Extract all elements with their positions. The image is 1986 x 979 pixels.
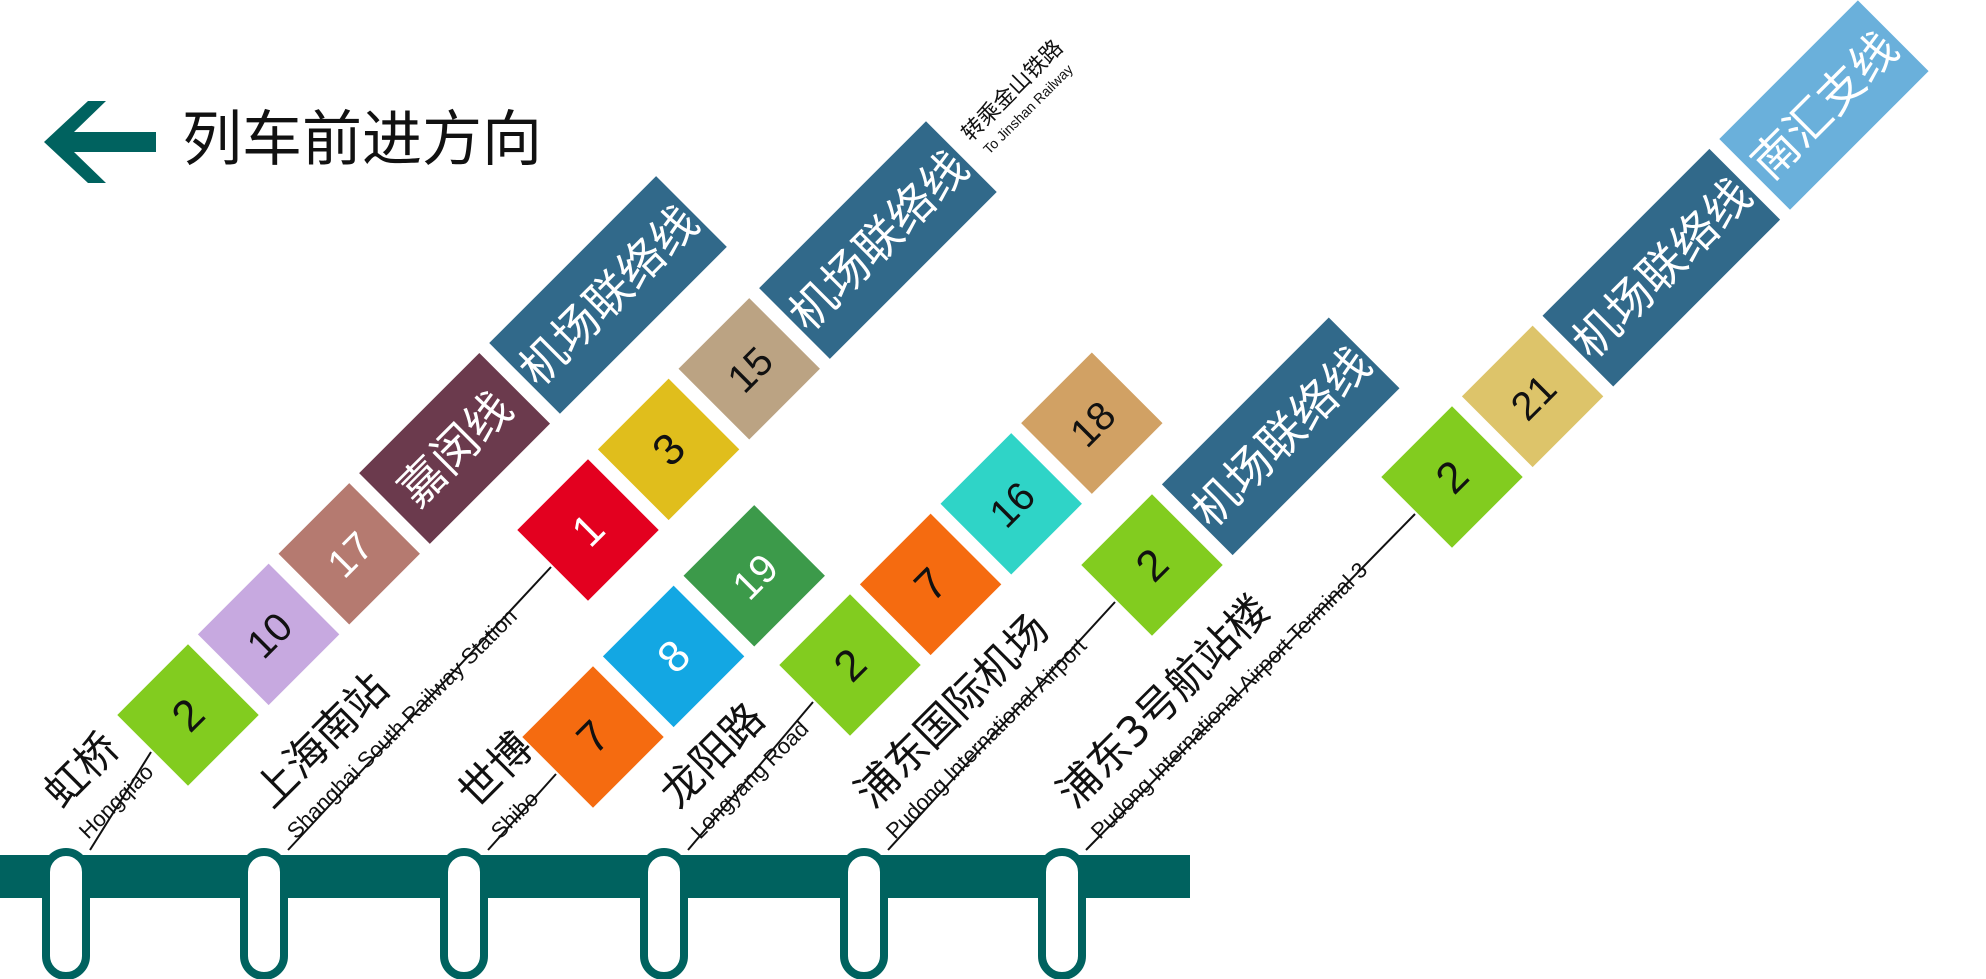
badge-background <box>489 176 727 414</box>
badge-background <box>1542 148 1781 387</box>
station-connector <box>89 751 152 851</box>
track-bar <box>0 855 1190 898</box>
rail-line-badge: 嘉闵线 <box>359 352 551 544</box>
direction-indicator: 列车前进方向 <box>44 101 542 183</box>
station-marker <box>440 848 488 979</box>
rail-line-badge: 机场联络线 <box>1542 148 1781 387</box>
direction-label: 列车前进方向 <box>182 105 542 175</box>
station-connector <box>887 601 1116 851</box>
rail-line-badge: 南汇支线 <box>1719 0 1929 210</box>
station-connector <box>687 701 814 851</box>
station-marker <box>240 848 288 979</box>
station-marker <box>1038 848 1086 979</box>
station-marker <box>640 848 688 979</box>
badge-background <box>1719 0 1929 210</box>
station-connector <box>287 566 552 851</box>
badge-background <box>359 352 551 544</box>
station-connector <box>487 773 557 851</box>
rail-line-badge: 机场联络线 <box>489 176 727 414</box>
station-connector <box>1085 513 1416 851</box>
arrow-left-icon <box>44 101 156 183</box>
station-marker <box>42 848 90 979</box>
station-marker <box>840 848 888 979</box>
rail-line-badge: 机场联络线 <box>1161 317 1400 556</box>
rail-line-badge: 机场联络线 <box>759 121 997 359</box>
badge-background <box>759 121 997 359</box>
badge-background <box>1161 317 1400 556</box>
